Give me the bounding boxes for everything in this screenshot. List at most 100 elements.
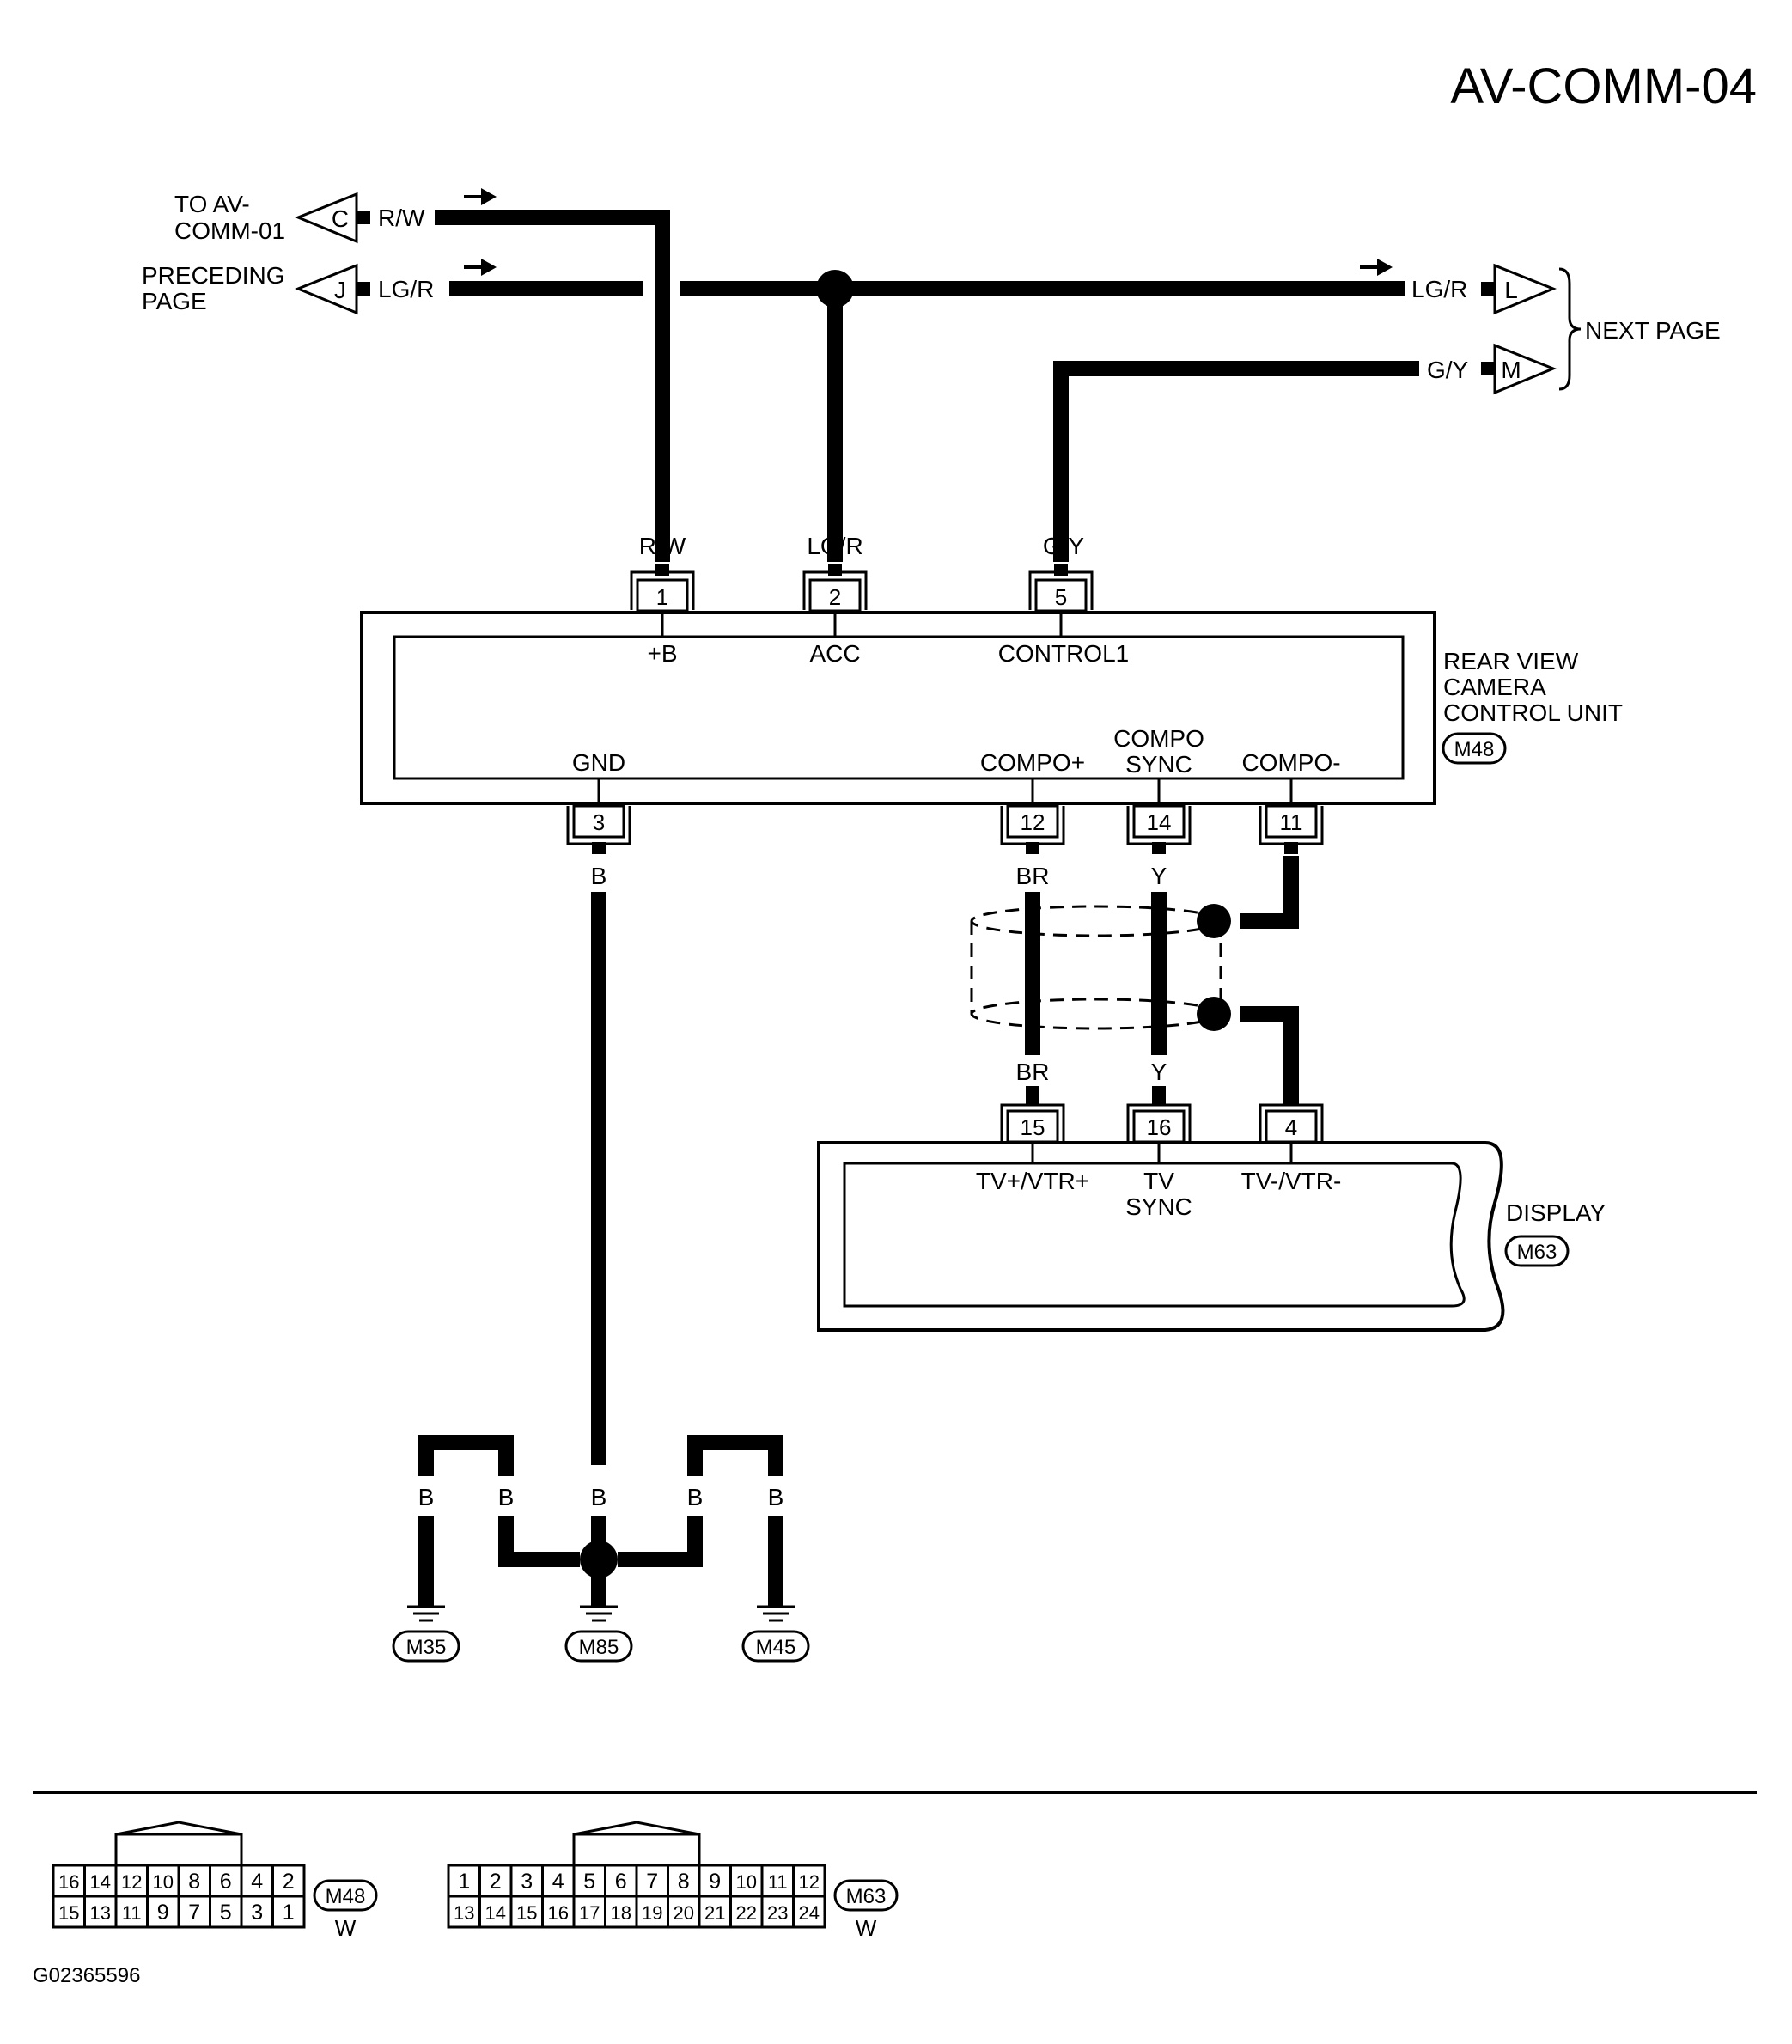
connector-pin-number: 1 [283, 1901, 295, 1925]
offpage-preceding[interactable]: PRECEDING PAGE J LG/R [142, 259, 497, 315]
connector-pin-number: 21 [704, 1902, 725, 1924]
next-page-brace [1558, 267, 1582, 391]
connector-pin-number: 14 [485, 1902, 506, 1924]
wire-label-pin12: BR [1016, 863, 1050, 889]
connector-cell [792, 1895, 826, 1929]
connector-pin-number: 19 [642, 1902, 662, 1924]
connector-pin-number: 3 [521, 1870, 533, 1894]
display-unit[interactable]: 15 16 4 TV+/VTR+ TV SYNC TV-/VTR- [817, 1103, 1505, 1332]
connector-pin-number: 11 [122, 1902, 142, 1924]
direction-arrow-l-head [1377, 259, 1393, 276]
connector-pin-number: 14 [90, 1871, 111, 1893]
pin-12-terminal[interactable]: 12 [1000, 804, 1065, 854]
connector-pin-number: 12 [121, 1871, 142, 1893]
connector-pin-number: 20 [674, 1902, 694, 1924]
offpage-j-text-2: PAGE [142, 288, 207, 314]
display-name: DISPLAY [1506, 1199, 1606, 1226]
pin-2-terminal[interactable]: 2 [802, 564, 868, 613]
pin-16-terminal[interactable]: 16 [1126, 1103, 1192, 1144]
connector-view-color: W [856, 1915, 877, 1941]
connector-cell [572, 1864, 606, 1898]
wire-label-pin14: Y [1151, 863, 1167, 889]
pin-4-terminal[interactable]: 4 [1259, 1103, 1324, 1144]
connector-badge-m48[interactable]: M48 [1442, 732, 1507, 765]
function-tv-sync-2: SYNC [1125, 1193, 1192, 1220]
connector-pin-number: 4 [552, 1870, 564, 1894]
wire-gy [1053, 361, 1419, 562]
offpage-to-av-comm[interactable]: TO AV- COMM-01 C R/W [174, 188, 497, 244]
connector-badge-m48-text: M48 [1454, 738, 1495, 761]
pin-11-terminal[interactable]: 11 [1259, 804, 1324, 854]
wire-label-pin5: G/Y [1043, 533, 1085, 559]
offpage-next-m[interactable]: G/Y M [1427, 343, 1557, 395]
wire-compo-minus [1240, 856, 1299, 1105]
connector-cell [447, 1895, 481, 1929]
pin-number-5: 5 [1055, 584, 1067, 610]
control-unit-name-1: REAR VIEW [1443, 648, 1579, 674]
connector-pin-number: 8 [678, 1870, 690, 1894]
connector-cell [509, 1864, 544, 1898]
pin-14-terminal[interactable]: 14 [1126, 804, 1192, 854]
ground-badge-m45[interactable]: M45 [741, 1630, 810, 1663]
pin-number-11: 11 [1280, 809, 1303, 835]
ground-symbol-m85 [580, 1605, 618, 1622]
connector-pin-number: 16 [548, 1902, 569, 1924]
connector-pin-number: 6 [615, 1870, 627, 1894]
function-b-plus: +B [647, 640, 677, 667]
connector-cell [271, 1895, 306, 1929]
offpage-next-l[interactable]: LG/R L [1360, 259, 1557, 315]
connector-cell [635, 1895, 669, 1929]
pin-number-12: 12 [1021, 809, 1045, 835]
control-unit-inner [393, 635, 1405, 780]
offpage-stub-c [357, 211, 370, 224]
ground-wire-label-5: B [768, 1484, 784, 1510]
pin-15-terminal[interactable]: 15 [1000, 1103, 1065, 1144]
pin-number-16: 16 [1147, 1114, 1172, 1140]
offpage-letter-l: L [1504, 277, 1518, 303]
direction-arrow-c-head [481, 188, 497, 205]
offpage-arrow-l [1493, 263, 1557, 315]
connector-pin-number: 2 [490, 1870, 502, 1894]
connector-cell [572, 1895, 606, 1929]
connector-cell [83, 1895, 118, 1929]
ground-wire-label-3: B [591, 1484, 607, 1510]
ground-wires [418, 1435, 783, 1607]
ground-splice [580, 1541, 618, 1578]
connector-cell [667, 1895, 701, 1929]
connector-pin-number: 12 [799, 1871, 820, 1893]
wire-label-pin3: B [591, 863, 607, 889]
direction-arrow-j-head [481, 259, 497, 276]
connector-view-color: W [335, 1915, 357, 1941]
pin-5-terminal[interactable]: 5 [1028, 564, 1094, 613]
ground-badge-m35[interactable]: M35 [392, 1630, 460, 1663]
wire-label-rw-offpage: R/W [378, 204, 425, 231]
function-tv-minus: TV-/VTR- [1241, 1168, 1342, 1194]
connector-pin-number: 1 [458, 1870, 470, 1894]
next-page-label: NEXT PAGE [1585, 317, 1721, 344]
connector-pin-number: 15 [58, 1902, 79, 1924]
connector-pin-number: 22 [736, 1902, 757, 1924]
pin-number-15: 15 [1021, 1114, 1045, 1140]
pin-3-terminal[interactable]: 3 [566, 804, 631, 854]
offpage-c-text-1: TO AV- [174, 191, 250, 217]
connector-pin-number: 9 [709, 1870, 721, 1894]
ground-symbol-m45 [757, 1605, 795, 1622]
wire-lgr [449, 281, 1405, 562]
connector-pin-number: 17 [579, 1902, 600, 1924]
connector-pin-number: 7 [646, 1870, 658, 1894]
function-control1: CONTROL1 [998, 640, 1129, 667]
connector-badge-m63[interactable]: M63 [1504, 1235, 1570, 1267]
connector-pin-number: 7 [188, 1901, 200, 1925]
offpage-arrow-j [294, 263, 358, 315]
pin-1-terminal[interactable]: 1 [630, 564, 695, 613]
offpage-stub-l [1481, 282, 1495, 296]
function-tv-plus: TV+/VTR+ [976, 1168, 1089, 1194]
ground-badge-m85[interactable]: M85 [564, 1630, 633, 1663]
rear-view-camera-control-unit[interactable]: 1 2 5 +B ACC CONTROL1 GND COMPO+ COMPO S… [360, 564, 1436, 854]
connector-pin-number: 13 [90, 1902, 111, 1924]
pin-number-2: 2 [829, 584, 841, 610]
shield-drain-splice-bottom [1197, 997, 1231, 1031]
